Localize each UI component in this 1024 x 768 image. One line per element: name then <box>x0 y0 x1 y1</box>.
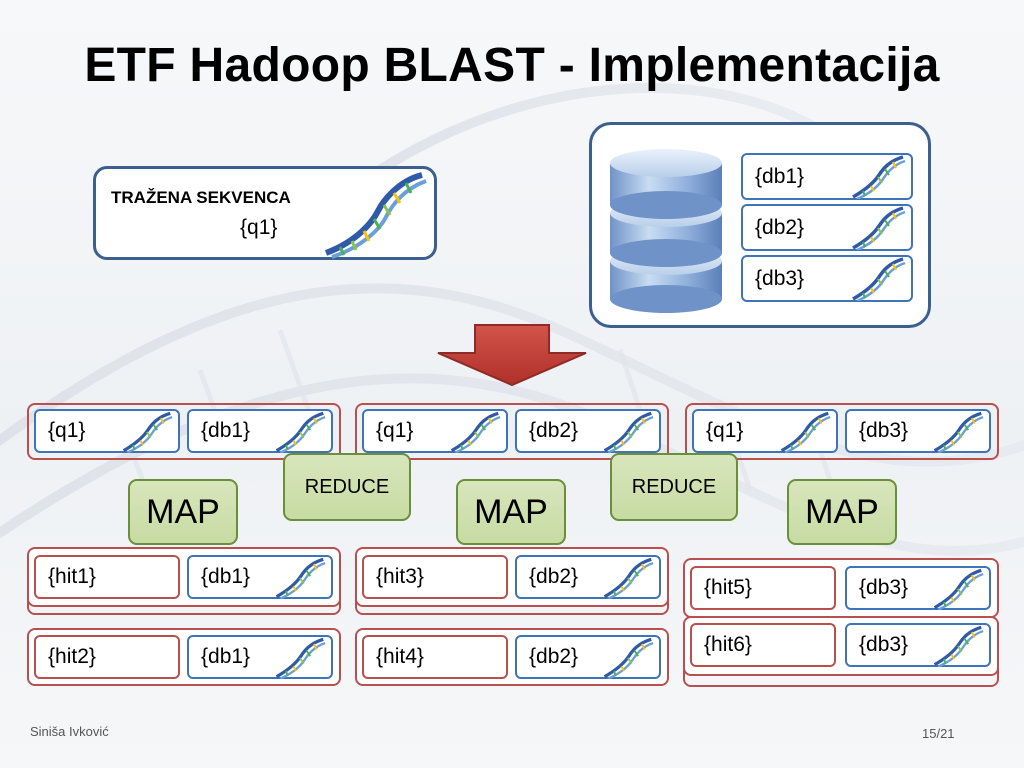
query-label: TRAŽENA SEKVENCA <box>111 188 291 207</box>
dna-helix-icon <box>324 172 427 259</box>
hit-label: {hit2} <box>48 645 96 668</box>
dna-helix-icon <box>933 568 984 610</box>
hit-chip: {hit2} <box>34 635 180 679</box>
hit-db-chip: {db2} <box>515 635 661 679</box>
dna-helix-icon <box>780 411 831 453</box>
db-segment-label: {db2} <box>755 215 805 239</box>
query-sequence-box: TRAŽENA SEKVENCA {q1} <box>93 166 437 260</box>
pair-query-label: {q1} <box>48 419 86 442</box>
dna-helix-icon <box>603 557 654 599</box>
db-segment-2: {db2} <box>741 204 913 251</box>
db-segment-1: {db1} <box>741 153 913 200</box>
map-box-2: MAP <box>456 479 566 545</box>
db-segment-label: {db1} <box>755 164 805 188</box>
hit-db-label: {db3} <box>859 576 909 599</box>
hit-label: {hit3} <box>376 565 424 588</box>
reduce-box-2: REDUCE <box>610 453 738 521</box>
hit-db-chip: {db3} <box>845 623 991 667</box>
hit-db-chip: {db1} <box>187 555 333 599</box>
hit-label: {hit6} <box>704 633 752 656</box>
hit-db-label: {db2} <box>529 565 579 588</box>
dna-helix-icon <box>852 257 906 301</box>
map-box-1: MAP <box>128 479 238 545</box>
pair-query-chip: {q1} <box>362 409 508 453</box>
pair-query-chip: {q1} <box>692 409 838 453</box>
hit-chip: {hit5} <box>690 566 836 610</box>
hit-chip: {hit1} <box>34 555 180 599</box>
hit-db-chip: {db3} <box>845 566 991 610</box>
database-icon <box>610 149 722 313</box>
footer-page-number: 15/21 <box>922 726 955 741</box>
dna-helix-icon <box>275 411 326 453</box>
hit-chip: {hit3} <box>362 555 508 599</box>
hit-db-label: {db1} <box>201 565 251 588</box>
dna-helix-icon <box>275 637 326 679</box>
hit-db-label: {db1} <box>201 645 251 668</box>
pair-group-3 <box>685 403 999 460</box>
pair-query-chip: {q1} <box>34 409 180 453</box>
down-arrow-icon <box>437 324 587 387</box>
hit-db-label: {db2} <box>529 645 579 668</box>
pair-db-label: {db1} <box>201 419 251 442</box>
pair-db-label: {db2} <box>529 419 579 442</box>
db-segment-3: {db3} <box>741 255 913 302</box>
dna-helix-icon <box>852 155 906 199</box>
db-segment-label: {db3} <box>755 266 805 290</box>
footer-author: Siniša Ivković <box>30 724 109 739</box>
pair-query-label: {q1} <box>706 419 744 442</box>
dna-helix-icon <box>852 206 906 250</box>
hit-chip: {hit4} <box>362 635 508 679</box>
dna-helix-icon <box>933 411 984 453</box>
dna-helix-icon <box>275 557 326 599</box>
query-value: {q1} <box>240 216 278 239</box>
hit-db-chip: {db1} <box>187 635 333 679</box>
dna-helix-icon <box>603 411 654 453</box>
dna-helix-icon <box>933 625 984 667</box>
dna-helix-icon <box>450 411 501 453</box>
hit-label: {hit4} <box>376 645 424 668</box>
hit-db-chip: {db2} <box>515 555 661 599</box>
pair-group-1 <box>27 403 341 460</box>
pair-db-chip: {db2} <box>515 409 661 453</box>
reduce-box-1: REDUCE <box>283 453 411 521</box>
pair-group-2 <box>355 403 669 460</box>
pair-query-label: {q1} <box>376 419 414 442</box>
hit-db-label: {db3} <box>859 633 909 656</box>
hit-label: {hit5} <box>704 576 752 599</box>
slide-title: ETF Hadoop BLAST - Implementacija <box>84 39 940 92</box>
dna-helix-icon <box>122 411 173 453</box>
hit-chip: {hit6} <box>690 623 836 667</box>
map-box-3: MAP <box>787 479 897 545</box>
hit-label: {hit1} <box>48 565 96 588</box>
pair-db-label: {db3} <box>859 419 909 442</box>
pair-db-chip: {db1} <box>187 409 333 453</box>
pair-db-chip: {db3} <box>845 409 991 453</box>
dna-helix-icon <box>603 637 654 679</box>
